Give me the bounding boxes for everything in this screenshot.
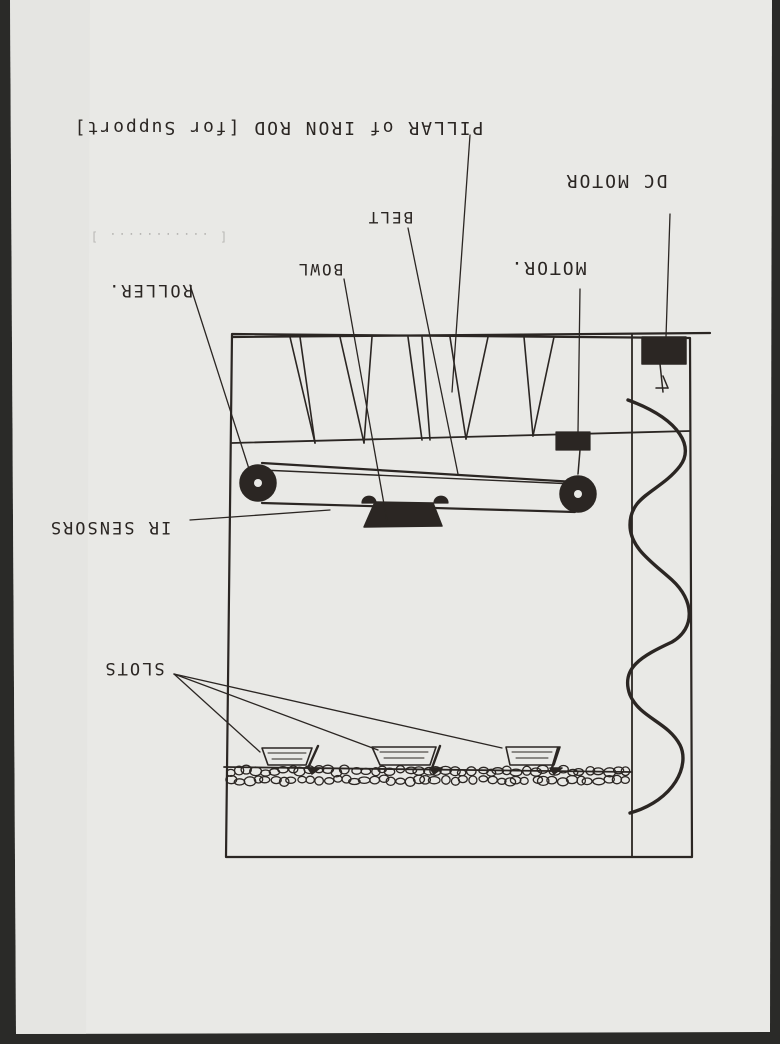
paper-shade bbox=[10, 0, 90, 1034]
label-slots: SLOTS bbox=[103, 658, 164, 678]
label-bowl: BOWL bbox=[297, 260, 344, 279]
faint-note: [ ........... ] bbox=[89, 230, 227, 244]
dc-motor-block bbox=[642, 337, 686, 364]
ir-sensor-left bbox=[362, 496, 376, 503]
belt-motor bbox=[556, 432, 590, 450]
label-dc-motor: DC MOTOR bbox=[565, 170, 668, 191]
ir-sensor-right bbox=[434, 496, 448, 503]
bowl bbox=[364, 502, 442, 527]
label-ir-sensors: IR SENSORS bbox=[49, 517, 171, 537]
label-belt: BELT bbox=[367, 208, 414, 227]
label-roller: ROLLER. bbox=[107, 280, 193, 300]
label-pillar: PILLAR of IRON ROD [for Support] bbox=[73, 117, 484, 138]
label-motor: MOTOR. bbox=[509, 257, 586, 278]
